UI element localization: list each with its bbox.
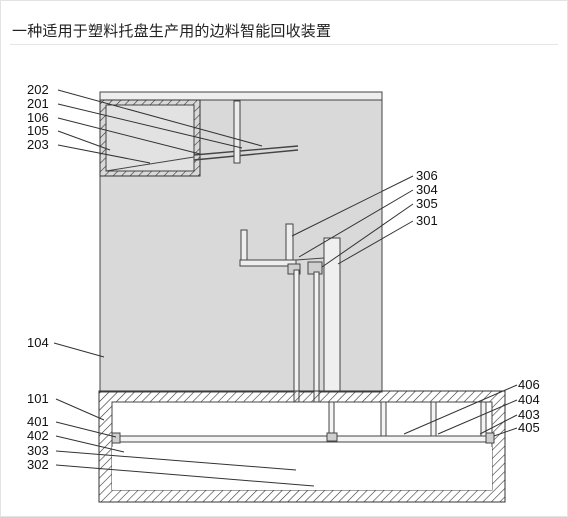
bracket-306-base bbox=[239, 259, 297, 267]
column-301 bbox=[323, 237, 341, 393]
housing-top-rail bbox=[99, 91, 383, 101]
label-106: 106 bbox=[27, 110, 49, 125]
end-block-401 bbox=[111, 432, 121, 444]
tray-post-3 bbox=[430, 401, 437, 437]
tray-post-4 bbox=[480, 401, 487, 437]
label-306: 306 bbox=[416, 168, 438, 183]
rail-402 bbox=[113, 435, 491, 443]
leader-lines bbox=[53, 89, 518, 487]
title-divider bbox=[10, 44, 558, 45]
bracket-306-right bbox=[285, 223, 294, 265]
label-101: 101 bbox=[27, 391, 49, 406]
tray-403-base bbox=[326, 432, 338, 442]
label-406: 406 bbox=[518, 377, 540, 392]
label-201: 201 bbox=[27, 96, 49, 111]
label-105: 105 bbox=[27, 123, 49, 138]
end-block-405 bbox=[485, 432, 495, 444]
link-rod bbox=[295, 257, 325, 261]
label-404: 404 bbox=[518, 392, 540, 407]
arm-rod-upper bbox=[193, 145, 299, 156]
tray-post-1 bbox=[328, 401, 335, 437]
label-401: 401 bbox=[27, 414, 49, 429]
label-304: 304 bbox=[416, 182, 438, 197]
upper-box-interior bbox=[105, 104, 195, 172]
label-202: 202 bbox=[27, 82, 49, 97]
base-floor-band bbox=[112, 447, 492, 490]
label-301: 301 bbox=[416, 213, 438, 228]
label-302: 302 bbox=[27, 457, 49, 472]
arm-vertical-bracket bbox=[233, 100, 241, 164]
label-403: 403 bbox=[518, 407, 540, 422]
label-104: 104 bbox=[27, 335, 49, 350]
label-203: 203 bbox=[27, 137, 49, 152]
label-303: 303 bbox=[27, 443, 49, 458]
label-405: 405 bbox=[518, 420, 540, 435]
upper-box-diagonal bbox=[105, 156, 195, 172]
label-305: 305 bbox=[416, 196, 438, 211]
label-402: 402 bbox=[27, 428, 49, 443]
arm-rod-lower bbox=[193, 149, 299, 161]
tray-post-2 bbox=[380, 401, 387, 437]
bracket-306-left bbox=[240, 229, 248, 265]
figure-title: 一种适用于塑料托盘生产用的边料智能回收装置 bbox=[12, 22, 332, 40]
